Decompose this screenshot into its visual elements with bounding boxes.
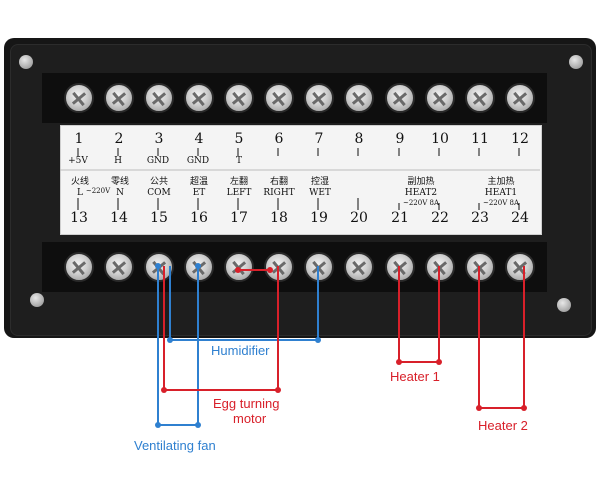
- label-t13-cn: 火线: [70, 177, 89, 187]
- screw-terminal-10: [425, 83, 455, 113]
- ventilating-fan-wire: [157, 266, 199, 426]
- terminal-number-22: 22: [431, 210, 449, 226]
- label-t18-cn: 右翻: [269, 177, 288, 187]
- label-t23-en: HEAT1: [484, 188, 518, 198]
- corner-screw-bottom-right: [557, 298, 571, 312]
- label-t15-cn: 公共: [149, 177, 168, 187]
- label-t23-voltage: ~220V 8A: [482, 199, 519, 207]
- terminal-number-21: 21: [391, 210, 409, 226]
- terminal-number-20: 20: [350, 210, 368, 226]
- terminal-number-19: 19: [310, 210, 328, 226]
- red-wires: [163, 266, 525, 409]
- label-t21-en: HEAT2: [404, 188, 438, 198]
- heater2-wire: [478, 266, 525, 409]
- humidifier-wire: [169, 266, 319, 341]
- terminal-number-24: 24: [511, 210, 529, 226]
- corner-screw-top-right: [569, 55, 583, 69]
- terminal-number-9: 9: [395, 131, 405, 147]
- screw-terminal-8: [344, 83, 374, 113]
- terminal-number-1: 1: [74, 131, 84, 147]
- blue-wire-dots: [155, 263, 321, 428]
- screw-terminal-4: [184, 83, 214, 113]
- label-t4: GND: [186, 156, 210, 166]
- screw-terminal-2: [104, 83, 134, 113]
- terminal-label-card: [60, 125, 542, 235]
- label-t17-cn: 左翻: [229, 177, 248, 187]
- label-t3: GND: [146, 156, 170, 166]
- screw-terminal-5: [224, 83, 254, 113]
- caption-egg-turning-2: motor: [233, 411, 267, 426]
- terminal-number-23: 23: [471, 210, 489, 226]
- terminal-number-15: 15: [150, 210, 168, 226]
- label-t15-en: COM: [147, 188, 171, 198]
- label-t17-en: LEFT: [226, 188, 252, 198]
- label-t18-en: RIGHT: [263, 188, 295, 198]
- heater1-wire: [398, 266, 440, 363]
- terminal-number-5: 5: [234, 131, 244, 147]
- screw-terminal-12: [505, 83, 535, 113]
- caption-egg-turning-1: Egg turning: [213, 396, 280, 411]
- label-t14-cn: 零线: [110, 177, 129, 187]
- terminal-number-2: 2: [114, 131, 124, 147]
- terminal-number-14: 14: [110, 210, 128, 226]
- screw-terminal-17: [224, 252, 254, 282]
- label-t2: H: [114, 156, 122, 166]
- terminal-number-18: 18: [270, 210, 288, 226]
- label-t23-cn: 主加热: [487, 177, 515, 187]
- terminal-number-10: 10: [431, 131, 449, 147]
- label-t13-voltage: ~220V: [85, 187, 111, 195]
- egg-turning-wire-a: [163, 266, 279, 391]
- label-t16-en: ET: [192, 188, 206, 198]
- label-t16-cn: 超温: [189, 177, 208, 187]
- corner-screw-bottom-left: [30, 293, 44, 307]
- label-t5: T: [235, 156, 242, 166]
- label-t19-cn: 控湿: [310, 177, 329, 187]
- blue-wires: [157, 266, 319, 426]
- terminal-number-17: 17: [230, 210, 248, 226]
- terminal-number-4: 4: [194, 131, 204, 147]
- terminal-number-11: 11: [471, 131, 489, 147]
- caption-heater2: Heater 2: [478, 418, 528, 433]
- corner-screw-top-left: [19, 55, 33, 69]
- screw-terminal-1: [64, 83, 94, 113]
- screw-terminal-6: [264, 83, 294, 113]
- terminal-number-7: 7: [314, 131, 324, 147]
- label-t21-cn: 副加热: [407, 177, 435, 187]
- terminal-number-6: 6: [274, 131, 284, 147]
- caption-ventilating-fan: Ventilating fan: [134, 438, 216, 453]
- screw-terminal-20: [344, 252, 374, 282]
- red-wire-dots: [161, 267, 527, 411]
- screw-terminal-13: [64, 252, 94, 282]
- screw-terminal-11: [465, 83, 495, 113]
- label-t19-en: WET: [309, 188, 331, 198]
- card-tick-marks: [60, 148, 540, 210]
- terminal-number-13: 13: [70, 210, 88, 226]
- screw-terminal-7: [304, 83, 334, 113]
- terminal-number-8: 8: [354, 131, 364, 147]
- label-t14-en: N: [116, 188, 124, 198]
- label-t13-en: L: [77, 188, 83, 198]
- screw-terminal-3: [144, 83, 174, 113]
- label-t1: +5V: [68, 156, 88, 166]
- screw-terminal-9: [385, 83, 415, 113]
- label-t21-voltage: ~220V 8A: [402, 199, 439, 207]
- terminal-number-12: 12: [511, 131, 529, 147]
- screw-terminal-24: [505, 252, 535, 282]
- terminal-number-16: 16: [190, 210, 208, 226]
- screw-terminal-14: [104, 252, 134, 282]
- terminal-number-3: 3: [154, 131, 164, 147]
- caption-humidifier: Humidifier: [211, 343, 270, 358]
- screw-terminal-19: [304, 252, 334, 282]
- caption-heater1: Heater 1: [390, 369, 440, 384]
